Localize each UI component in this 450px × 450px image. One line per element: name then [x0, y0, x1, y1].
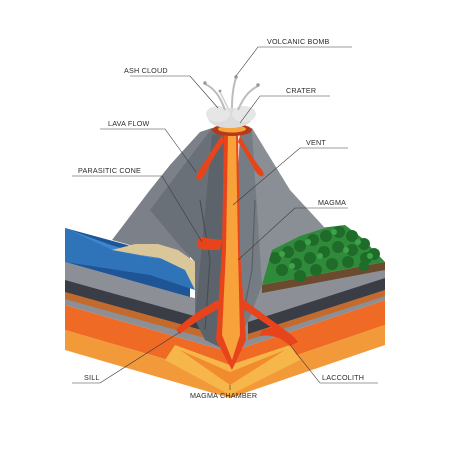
ash-cloud: [204, 77, 259, 128]
label-volcanic-bomb: VOLCANIC BOMB: [267, 37, 330, 46]
label-laccolith: LACCOLITH: [322, 373, 364, 382]
label-lava-flow: LAVA FLOW: [108, 119, 149, 128]
labels: VOLCANIC BOMB ASH CLOUD CRATER LAVA FLOW…: [78, 37, 364, 400]
ocean-surface: [65, 228, 195, 290]
label-magma-chamber: MAGMA CHAMBER: [190, 391, 257, 400]
label-ash-cloud: ASH CLOUD: [124, 66, 168, 75]
label-magma: MAGMA: [318, 198, 346, 207]
label-vent: VENT: [306, 138, 326, 147]
volcanic-bombs: [203, 75, 260, 93]
label-crater: CRATER: [286, 86, 316, 95]
label-sill: SILL: [84, 373, 100, 382]
label-parasitic-cone: PARASITIC CONE: [78, 166, 141, 175]
volcano-cone: [112, 128, 325, 352]
leader-lines: [72, 46, 378, 390]
forest-soil: [262, 262, 385, 293]
lava-system: [165, 124, 300, 395]
beach: [112, 244, 195, 290]
